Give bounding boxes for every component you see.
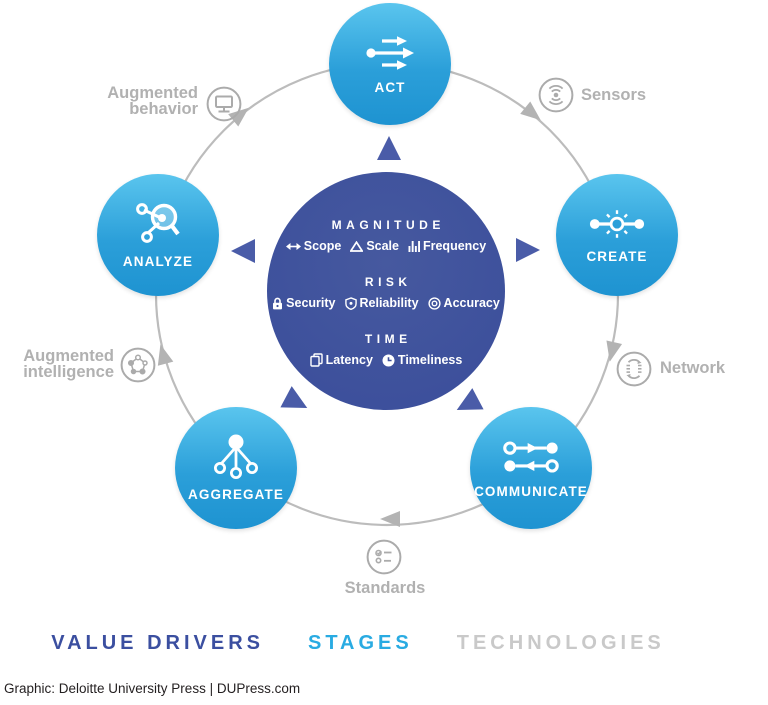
- target-icon: [427, 296, 441, 310]
- shield-icon: [344, 296, 357, 310]
- technology-label-sensors: Sensors: [581, 86, 647, 104]
- technology-label-augmented-intelligence: Augmented intelligence: [23, 347, 114, 381]
- layers-icon: [309, 353, 323, 367]
- ring-arrow-icon: [606, 340, 623, 362]
- stage-label: AGGREGATE: [188, 487, 284, 502]
- technology-label-network: Network: [660, 359, 726, 377]
- driver-accuracy: Accuracy: [427, 296, 500, 310]
- technology-label-standards: Standards: [344, 579, 426, 597]
- aggregate-hub-icon: [214, 434, 259, 480]
- monitor-icon: [206, 86, 242, 122]
- stage-label: ANALYZE: [122, 254, 194, 269]
- ring-arrow-icon: [157, 344, 174, 366]
- legend: VALUE DRIVERS STAGES TECHNOLOGIES: [0, 632, 742, 655]
- flow-triangle-icon: [231, 239, 255, 263]
- stage-aggregate: AGGREGATE: [175, 407, 297, 529]
- driver-reliability: Reliability: [344, 296, 419, 310]
- communicate-exchange-icon: [503, 441, 559, 473]
- flow-triangle-icon: [280, 386, 308, 409]
- group-risk: RISK Security Reliability: [267, 275, 505, 310]
- stage-label: COMMUNICATE: [474, 484, 588, 499]
- inner-flow-triangles: [231, 136, 540, 411]
- stage-act: ACT: [329, 3, 451, 125]
- ring-arrow-icon: [228, 107, 249, 127]
- group-magnitude: MAGNITUDE Scope Scale: [267, 218, 505, 253]
- legend-technologies: TECHNOLOGIES: [456, 632, 665, 654]
- checklist-icon: [366, 539, 402, 575]
- stage-analyze: ANALYZE: [97, 174, 219, 296]
- lock-icon: [273, 297, 283, 309]
- triangle-icon: [350, 240, 364, 252]
- legend-stages: STAGES: [307, 632, 413, 654]
- ring-arrow-icon: [520, 101, 541, 121]
- flow-triangle-icon: [377, 136, 401, 160]
- node-graph-icon: [120, 347, 156, 383]
- network-sync-icon: [616, 351, 652, 387]
- driver-security: Security: [272, 296, 336, 310]
- group-header: TIME: [364, 332, 412, 346]
- act-arrows-icon: [366, 36, 414, 70]
- credit-line: Graphic: Deloitte University Press | DUP…: [4, 681, 301, 696]
- ring-arrow-icon: [380, 511, 400, 527]
- group-time: TIME Latency Timeliness: [267, 332, 505, 367]
- value-drivers-circle: MAGNITUDE Scope Scale: [267, 172, 505, 410]
- analyze-magnifier-icon: [136, 203, 180, 243]
- flow-triangle-icon: [516, 238, 540, 262]
- driver-timeliness: Timeliness: [382, 353, 462, 367]
- flow-triangle-icon: [456, 388, 484, 411]
- legend-value-drivers: VALUE DRIVERS: [51, 632, 264, 654]
- group-header: MAGNITUDE: [331, 218, 445, 232]
- stage-create: CREATE: [556, 174, 678, 296]
- frequency-bars-icon: [408, 241, 420, 252]
- horizontal-arrow-icon: [285, 242, 301, 250]
- driver-latency: Latency: [309, 353, 373, 367]
- stage-label: CREATE: [586, 249, 648, 264]
- group-header: RISK: [364, 275, 412, 289]
- driver-frequency: Frequency: [408, 239, 486, 253]
- create-spark-icon: [589, 210, 645, 238]
- driver-scale: Scale: [350, 239, 399, 253]
- stage-label: ACT: [374, 80, 406, 95]
- ring-flow-arrowheads: [157, 101, 623, 527]
- driver-scope: Scope: [285, 239, 341, 253]
- stage-communicate: COMMUNICATE: [470, 407, 592, 529]
- technology-label-augmented-behavior: Augmented behavior: [107, 84, 198, 118]
- sensor-waves-icon: [538, 77, 574, 113]
- clock-icon: [382, 354, 395, 366]
